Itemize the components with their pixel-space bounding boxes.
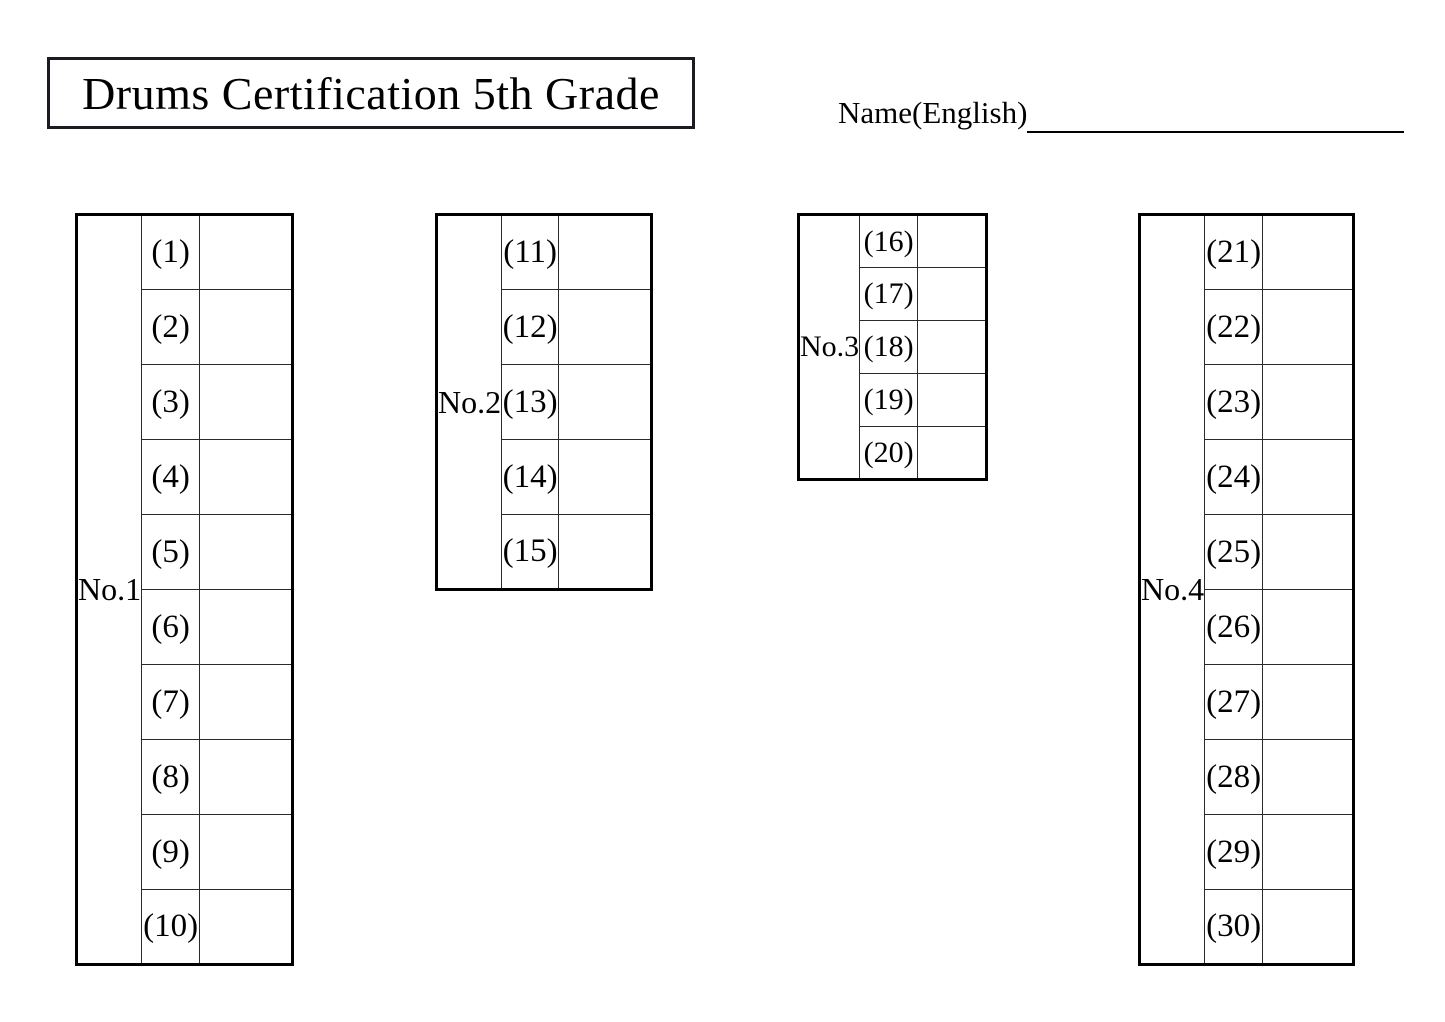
table-row: (2) <box>77 289 294 365</box>
answer-cell[interactable] <box>917 373 988 427</box>
table-row: (7) <box>77 664 294 740</box>
answer-cell[interactable] <box>917 267 988 321</box>
question-number: (23) <box>1204 364 1264 440</box>
question-number: (4) <box>141 439 201 515</box>
question-number: (22) <box>1204 289 1264 365</box>
table-row: (5) <box>77 514 294 590</box>
answer-cell[interactable] <box>1262 439 1355 515</box>
answer-table-no1: No.1(1)(2)(3)(4)(5)(6)(7)(8)(9)(10) <box>75 213 295 966</box>
answer-cell[interactable] <box>1262 514 1355 590</box>
question-number: (20) <box>859 426 919 480</box>
question-number: (27) <box>1204 664 1264 740</box>
name-label: Name(English) <box>838 95 1028 130</box>
answer-cell[interactable] <box>1262 664 1355 740</box>
table-row: (8) <box>77 739 294 815</box>
answer-cell[interactable] <box>199 739 294 815</box>
answer-cell[interactable] <box>199 664 294 740</box>
table-row: (6) <box>77 589 294 665</box>
table-row: (3) <box>77 364 294 440</box>
answer-table-no2: No.2(11)(12)(13)(14)(15) <box>435 213 654 591</box>
table-label: No.3 <box>797 214 861 480</box>
question-number: (7) <box>141 664 201 740</box>
question-number: (9) <box>141 814 201 890</box>
answer-cell[interactable] <box>917 426 988 480</box>
question-number: (5) <box>141 514 201 590</box>
table-label: No.1 <box>75 214 143 965</box>
table-row: No.3(16) <box>797 214 988 480</box>
table-label: No.4 <box>1138 214 1206 965</box>
question-number: (25) <box>1204 514 1264 590</box>
question-number: (2) <box>141 289 201 365</box>
name-field: Name(English) <box>838 92 1405 133</box>
answer-cell[interactable] <box>558 214 653 290</box>
answer-cell[interactable] <box>917 320 988 374</box>
question-number: (30) <box>1204 889 1264 965</box>
table-row: (9) <box>77 814 294 890</box>
title-box: Drums Certification 5th Grade <box>47 57 695 129</box>
answer-cell[interactable] <box>199 514 294 590</box>
question-number: (15) <box>501 514 560 590</box>
question-number: (3) <box>141 364 201 440</box>
answer-cell[interactable] <box>558 439 653 515</box>
question-number: (13) <box>501 364 560 440</box>
answer-table-no4: No.4(21)(22)(23)(24)(25)(26)(27)(28)(29)… <box>1138 213 1356 966</box>
question-number: (19) <box>859 373 919 427</box>
answer-cell[interactable] <box>1262 289 1355 365</box>
table-row: (10) <box>77 889 294 965</box>
answer-cell[interactable] <box>1262 214 1355 290</box>
answer-cell[interactable] <box>1262 889 1355 965</box>
question-number: (12) <box>501 289 560 365</box>
answer-cell[interactable] <box>917 214 988 268</box>
table-row: (25) <box>1140 514 1355 590</box>
question-number: (29) <box>1204 814 1264 890</box>
name-input-line[interactable] <box>1027 93 1405 133</box>
answer-cell[interactable] <box>199 589 294 665</box>
answer-cell[interactable] <box>199 439 294 515</box>
question-number: (6) <box>141 589 201 665</box>
answer-cell[interactable] <box>1262 589 1355 665</box>
table-row: (28) <box>1140 739 1355 815</box>
answer-cell[interactable] <box>558 514 653 590</box>
table-row: (18) <box>799 320 988 374</box>
table-row: (29) <box>1140 814 1355 890</box>
answer-cell[interactable] <box>1262 364 1355 440</box>
question-number: (14) <box>501 439 560 515</box>
question-number: (24) <box>1204 439 1264 515</box>
question-number: (10) <box>141 889 201 965</box>
question-number: (26) <box>1204 589 1264 665</box>
table-row: No.4(21) <box>1138 214 1355 965</box>
answer-cell[interactable] <box>558 364 653 440</box>
answer-cell[interactable] <box>199 814 294 890</box>
table-label: No.2 <box>435 214 503 590</box>
answer-cell[interactable] <box>199 289 294 365</box>
question-number: (11) <box>501 214 560 290</box>
table-row: (20) <box>799 426 988 480</box>
table-row: (12) <box>437 289 653 365</box>
table-row: (19) <box>799 373 988 427</box>
answer-cell[interactable] <box>199 364 294 440</box>
question-number: (17) <box>859 267 919 321</box>
table-row: (30) <box>1140 889 1355 965</box>
table-row: (22) <box>1140 289 1355 365</box>
question-number: (16) <box>859 214 919 268</box>
page-title: Drums Certification 5th Grade <box>82 67 660 119</box>
answer-cell[interactable] <box>1262 739 1355 815</box>
answer-cell[interactable] <box>199 214 294 290</box>
table-row: (15) <box>437 514 653 590</box>
table-row: (26) <box>1140 589 1355 665</box>
question-number: (21) <box>1204 214 1264 290</box>
question-number: (8) <box>141 739 201 815</box>
question-number: (1) <box>141 214 201 290</box>
answer-table-no3: No.3(16)(17)(18)(19)(20) <box>797 213 989 481</box>
table-row: No.2(11) <box>435 214 653 590</box>
table-row: (23) <box>1140 364 1355 440</box>
answer-cell[interactable] <box>558 289 653 365</box>
table-row: (4) <box>77 439 294 515</box>
question-number: (18) <box>859 320 919 374</box>
answer-cell[interactable] <box>199 889 294 965</box>
table-row: No.1(1) <box>75 214 294 965</box>
answer-cell[interactable] <box>1262 814 1355 890</box>
table-row: (13) <box>437 364 653 440</box>
question-number: (28) <box>1204 739 1264 815</box>
